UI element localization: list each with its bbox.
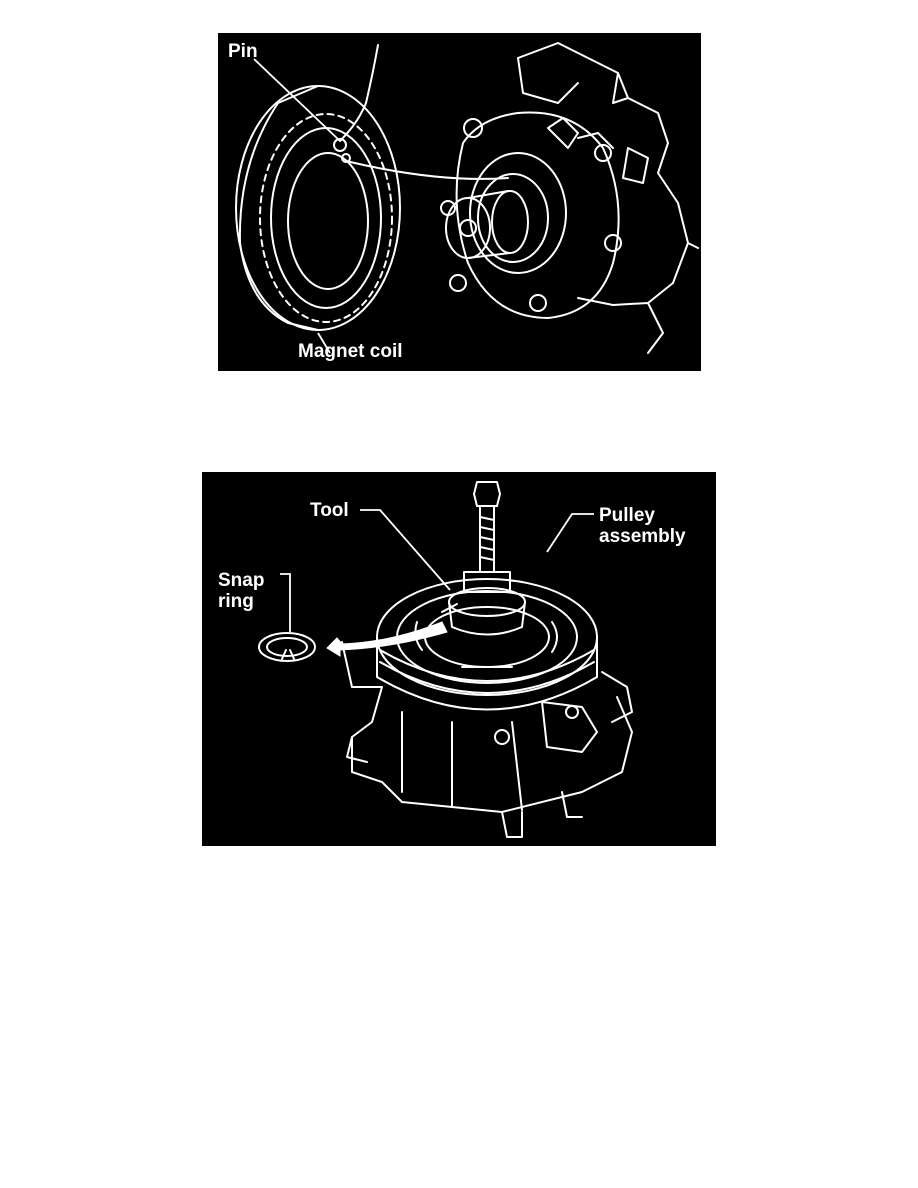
snap-ring-leader — [280, 573, 291, 632]
pulley-removal-line-art — [258, 481, 633, 838]
tool-bolt-head — [473, 481, 501, 507]
magnet-coil-leader — [317, 332, 331, 354]
coil-bore — [287, 152, 369, 290]
magnet-coil-illustration: Pin Magnet coil — [218, 33, 701, 371]
removal-arrow — [326, 621, 448, 657]
pin-hole — [333, 138, 347, 152]
coil-groove — [259, 113, 393, 323]
pulley-assembly-label: Pulley assembly — [599, 505, 709, 547]
compressor-body — [351, 686, 633, 813]
compressor-boss — [469, 152, 567, 274]
magnet-coil-line-art — [235, 42, 699, 354]
coil-wire — [339, 44, 379, 142]
snap-ring-label: Snap ring — [218, 570, 278, 612]
compressor-outline — [517, 42, 689, 306]
pulley-removal-illustration: Tool Pulley assembly Snap ring — [202, 472, 716, 846]
tool-body — [448, 601, 526, 636]
pulley-leader — [546, 513, 594, 553]
compressor-front-face — [455, 111, 620, 319]
tool-label: Tool — [310, 500, 349, 521]
pulley-label-line2: assembly — [599, 526, 686, 547]
pin-label: Pin — [228, 41, 258, 62]
pulley-rim — [376, 636, 598, 711]
pin-leader — [253, 58, 341, 142]
compressor-shaft-end — [445, 197, 491, 259]
compressor-left-lug — [341, 641, 383, 688]
bolt — [463, 118, 483, 138]
coil-body-edge — [238, 102, 289, 324]
tool-leader — [360, 509, 451, 591]
snap-label-line2: ring — [218, 591, 254, 612]
magnet-coil-label: Magnet coil — [298, 341, 403, 362]
snap-label-line1: Snap — [218, 570, 265, 591]
pulley-label-line1: Pulley — [599, 505, 655, 526]
snap-ring — [258, 632, 316, 662]
alignment-line — [345, 160, 509, 180]
